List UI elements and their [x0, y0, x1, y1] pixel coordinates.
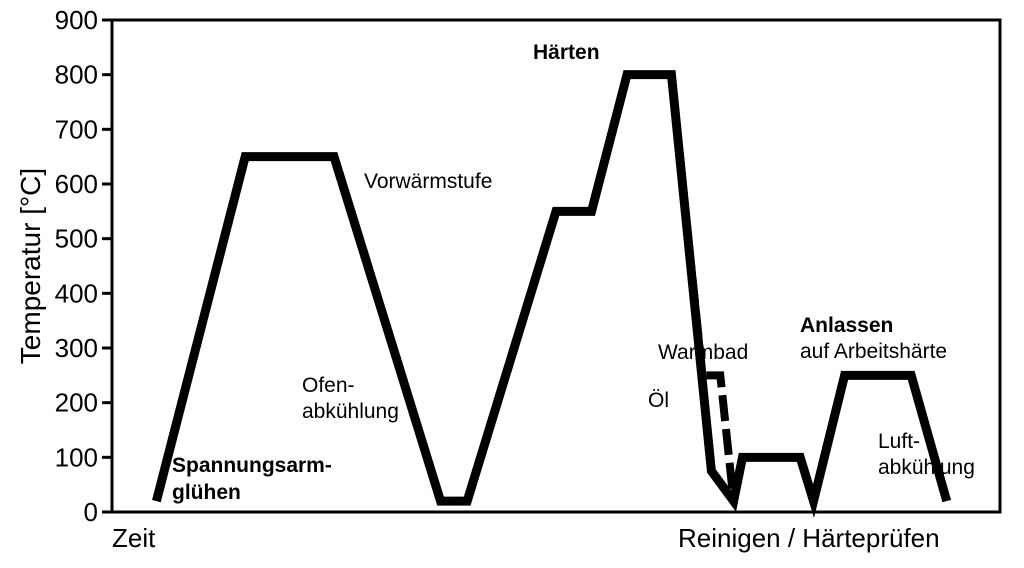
series-line-dashed: [667, 74, 747, 502]
y-tick-label: 100: [55, 442, 98, 472]
annotation-oel: Öl: [648, 389, 669, 412]
y-tick-label: 600: [55, 169, 98, 199]
series-line-solid: [152, 70, 952, 518]
y-tick-label: 700: [55, 114, 98, 144]
y-tick-label: 800: [55, 60, 98, 90]
annotation-spannungsarm: Spannungsarm-: [172, 454, 332, 477]
annotation-warmbad: Warmbad: [658, 341, 748, 364]
y-axis-title: Temperatur [°C]: [15, 168, 46, 364]
annotation-luft: Luft-: [878, 430, 920, 453]
y-tick-label: 500: [55, 224, 98, 254]
annotation-vorwaermstufe: Vorwärmstufe: [364, 170, 492, 193]
x-axis-title: Zeit: [112, 523, 156, 553]
plot-frame: [110, 18, 1002, 514]
y-tick-label: 200: [55, 388, 98, 418]
annotation-anlassen: Anlassen: [800, 314, 893, 337]
x-axis-note: Reinigen / Härteprüfen: [678, 523, 940, 553]
annotation-ofen: Ofen-: [302, 374, 355, 397]
annotation-gluehen: glühen: [172, 481, 241, 504]
y-tick-label: 900: [55, 5, 98, 35]
y-tick-label: 0: [84, 497, 98, 527]
y-tick-label: 400: [55, 278, 98, 308]
y-tick-label: 300: [55, 333, 98, 363]
annotation-ofen-abkuehlung: abkühlung: [302, 400, 399, 423]
annotation-luft-abkuehlung: abkühlung: [878, 456, 975, 479]
series-layer: [152, 70, 952, 518]
annotation-arbeitshaerte: auf Arbeitshärte: [800, 340, 947, 363]
annotation-haerten: Härten: [533, 41, 600, 64]
y-axis-ticks: 0 100 200 300 400 500 600 700 800 900: [55, 5, 112, 527]
